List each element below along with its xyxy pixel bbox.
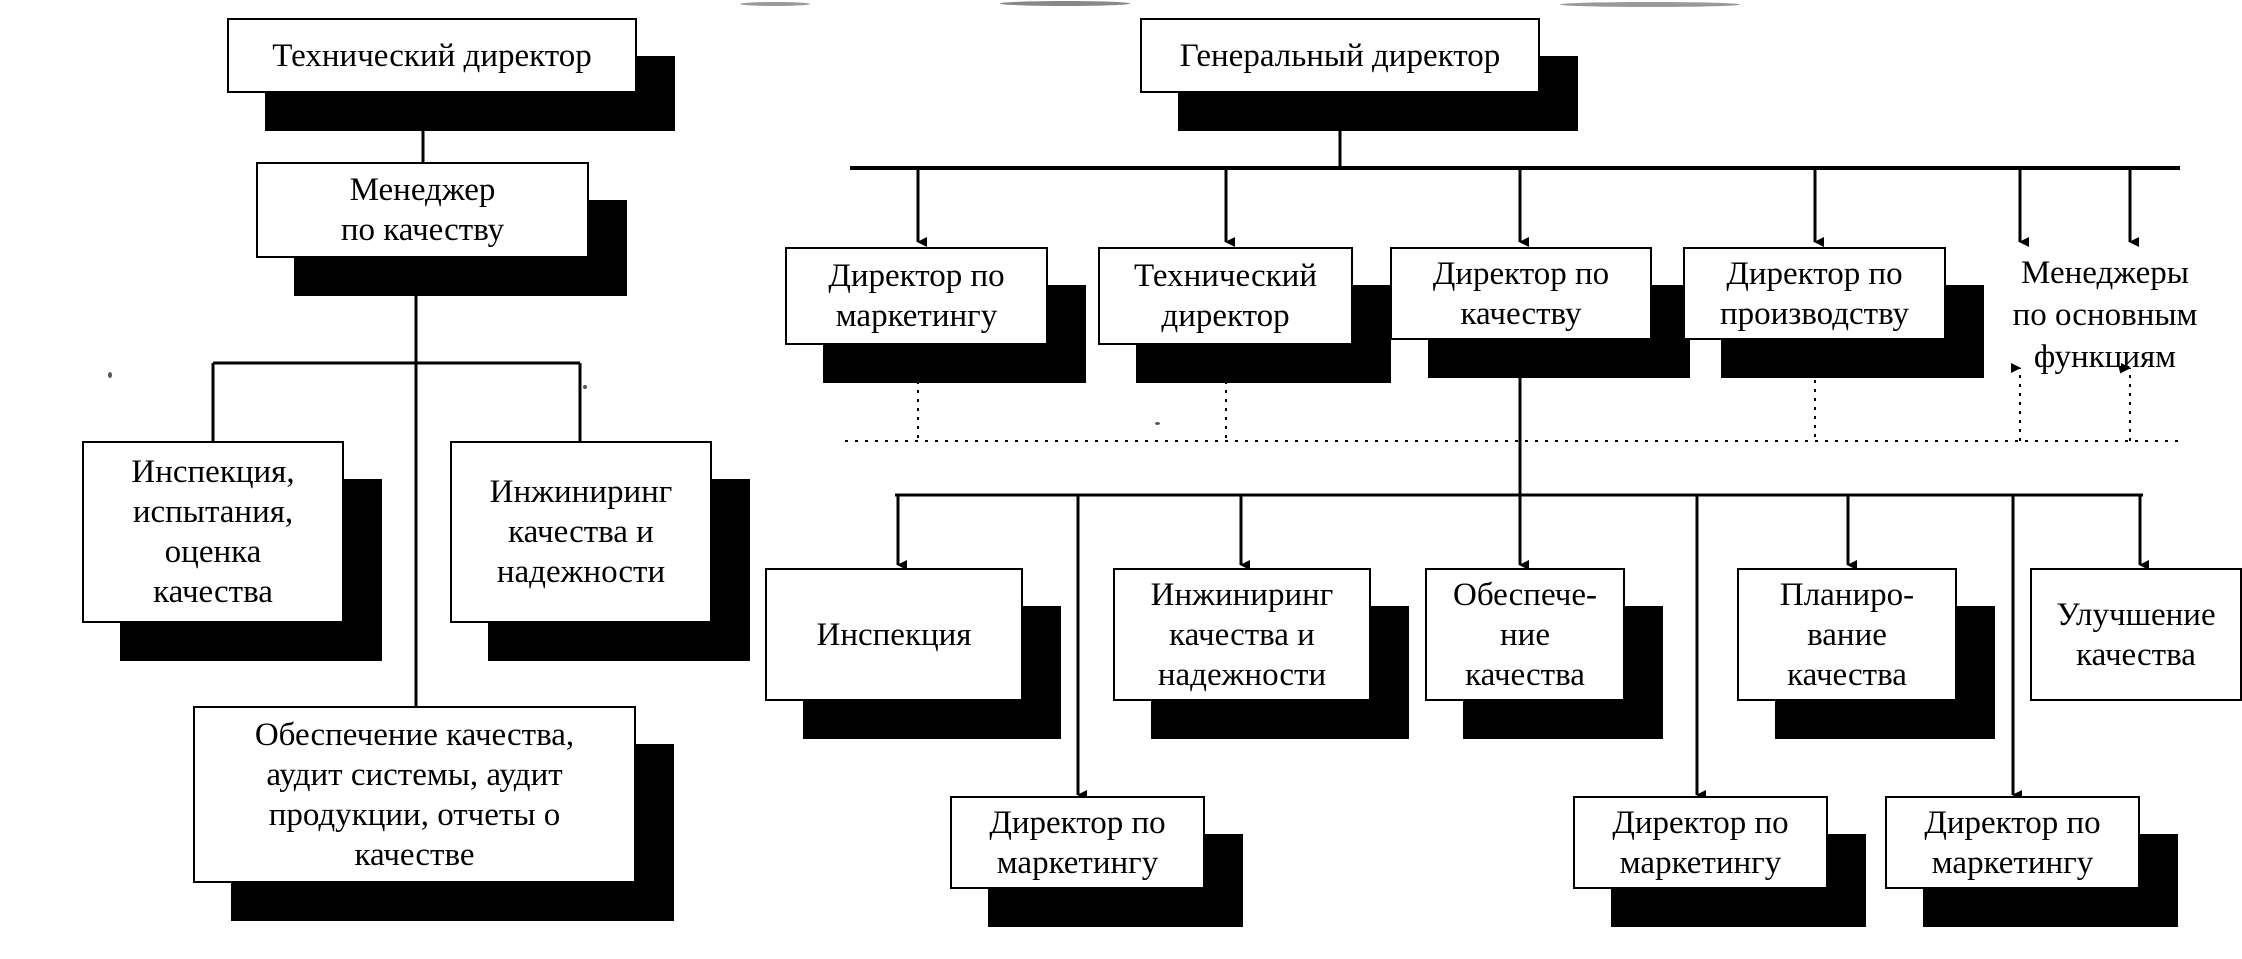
- assurance-label: Обеспече- ние качества: [1452, 576, 1598, 693]
- left-quality-manager-box: Менеджер по качеству: [256, 162, 589, 258]
- planning-box: Планиро- вание качества: [1737, 568, 1957, 701]
- scan-speck: [1155, 422, 1160, 425]
- marketing-director-label: Директор по маркетингу: [828, 258, 1005, 334]
- function-managers-label: Менеджеры по основным функциям: [2012, 255, 2198, 375]
- scan-speck: [583, 385, 587, 389]
- bottom-marketing-director-box-2: Директор по маркетингу: [1573, 796, 1828, 889]
- left-tech-director-box: Технический директор: [227, 18, 637, 93]
- marketing-director-box: Директор по маркетингу: [785, 247, 1048, 345]
- bottom-marketing-director-label-3: Директор по маркетингу: [1924, 804, 2101, 881]
- inspection-label: Инспекция: [816, 616, 972, 653]
- quality-director-box: Директор по качеству: [1390, 247, 1652, 340]
- improvement-label: Улучшение качества: [2056, 596, 2216, 673]
- bottom-marketing-director-box-1: Директор по маркетингу: [950, 796, 1205, 889]
- engineering-label: Инжиниринг качества и надежности: [1150, 576, 1334, 693]
- general-director-box: Генеральный директор: [1140, 18, 1540, 93]
- scan-speck: [108, 372, 112, 378]
- left-quality-manager-label: Менеджер по качеству: [340, 172, 505, 248]
- production-director-box: Директор по производству: [1683, 247, 1946, 340]
- scan-speck: [1000, 1, 1130, 6]
- engineering-box: Инжиниринг качества и надежности: [1113, 568, 1371, 701]
- tech-director-box: Технический директор: [1098, 247, 1353, 345]
- production-director-label: Директор по производству: [1719, 255, 1910, 332]
- quality-director-label: Директор по качеству: [1432, 255, 1610, 332]
- left-inspection-label: Инспекция, испытания, оценка качества: [131, 454, 295, 610]
- bottom-marketing-director-label-1: Директор по маркетингу: [989, 804, 1166, 881]
- left-engineering-box: Инжиниринг качества и надежности: [450, 441, 712, 623]
- planning-label: Планиро- вание качества: [1779, 576, 1915, 693]
- general-director-label: Генеральный директор: [1179, 37, 1501, 74]
- scan-speck: [1560, 2, 1740, 7]
- assurance-box: Обеспече- ние качества: [1425, 568, 1625, 701]
- bottom-marketing-director-box-3: Директор по маркетингу: [1885, 796, 2140, 889]
- improvement-box: Улучшение качества: [2030, 568, 2242, 701]
- left-engineering-label: Инжиниринг качества и надежности: [489, 474, 673, 590]
- left-tech-director-label: Технический директор: [272, 37, 592, 74]
- left-inspection-box: Инспекция, испытания, оценка качества: [82, 441, 344, 623]
- left-assurance-box: Обеспечение качества, аудит системы, ауд…: [193, 706, 636, 883]
- bottom-marketing-director-label-2: Директор по маркетингу: [1612, 804, 1789, 881]
- scan-speck: [740, 2, 810, 6]
- left-assurance-label: Обеспечение качества, аудит системы, ауд…: [254, 716, 575, 873]
- function-managers-text: Менеджеры по основным функциям: [1990, 250, 2220, 380]
- tech-director-label: Технический директор: [1134, 258, 1317, 334]
- inspection-box: Инспекция: [765, 568, 1023, 701]
